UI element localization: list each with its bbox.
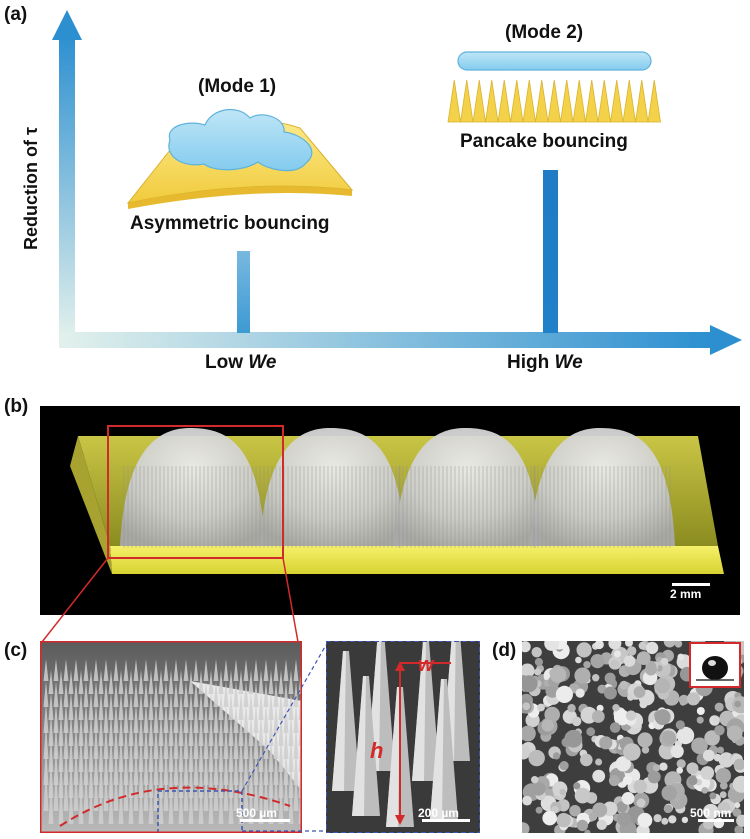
panel-c-right-scale-text: 200 µm [418, 806, 459, 820]
mode1-caption: Asymmetric bouncing [130, 213, 330, 234]
panel-c-sem-right [326, 641, 480, 833]
mode2-caption: Pancake bouncing [460, 131, 628, 152]
panel-a-label: (a) [4, 4, 28, 25]
mode2-illustration [447, 51, 661, 123]
mode1-illustration [126, 108, 354, 209]
x-label-low-we: Low We [205, 352, 277, 373]
bar-low-we [237, 251, 250, 333]
panel-c-sem-left [40, 641, 302, 833]
panel-d-scale-text: 500 nm [690, 806, 732, 820]
y-axis-label: Reduction of τ [21, 126, 41, 250]
panel-b-scale-text: 2 mm [670, 587, 702, 601]
panel-d-sem [522, 641, 744, 833]
panel-c-left-scalebar [240, 819, 290, 822]
panel-c-left-scale-text: 500 µm [236, 806, 277, 820]
w-symbol: w [418, 654, 434, 676]
panel-a-diagram [52, 10, 742, 355]
zoom-connectors [41, 557, 299, 643]
x-label-high-we: High We [507, 352, 583, 373]
panel-c-zoom-connector [241, 644, 327, 832]
panel-b-photo [40, 406, 740, 615]
panel-d-label: (d) [492, 640, 517, 661]
panel-b-label: (b) [4, 396, 29, 417]
panel-b-scalebar [672, 583, 710, 586]
y-axis-arrow [52, 10, 82, 340]
panel-c-right-scalebar [422, 819, 470, 822]
bar-high-we [543, 170, 558, 333]
mode2-title: (Mode 2) [505, 22, 584, 43]
mode1-title: (Mode 1) [198, 76, 277, 97]
panel-c-label: (c) [4, 640, 28, 661]
panel-d-scalebar [698, 819, 734, 822]
x-axis-arrow [59, 325, 742, 355]
h-symbol: h [370, 738, 384, 763]
